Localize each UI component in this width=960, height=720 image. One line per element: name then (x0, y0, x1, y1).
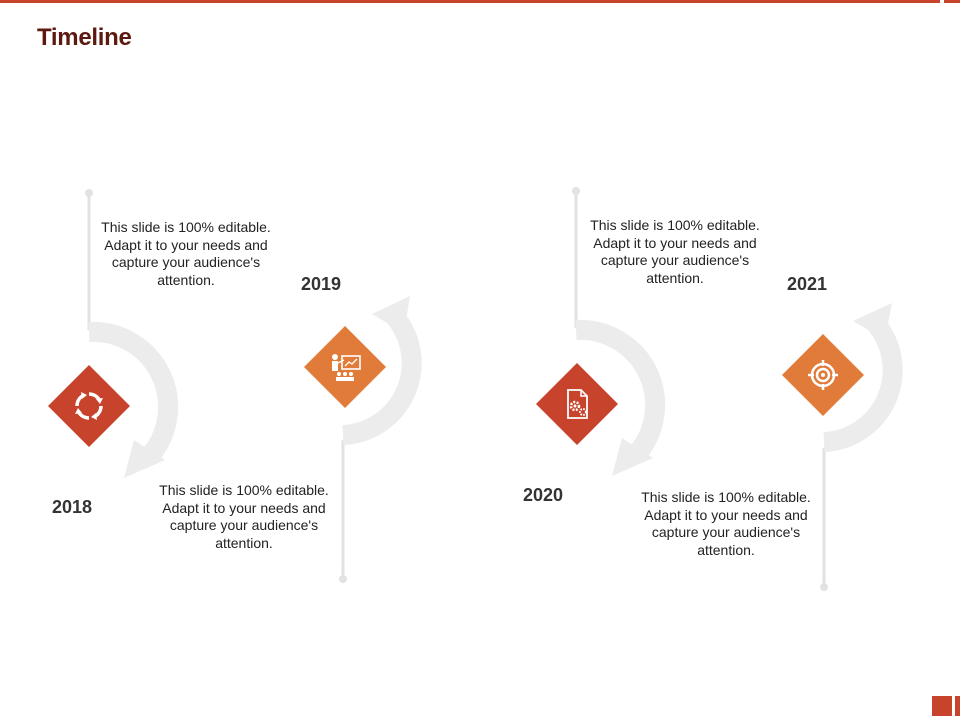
target-icon (798, 350, 848, 400)
description-2021: This slide is 100% editable. Adapt it to… (641, 489, 811, 558)
arrow-head-2020 (612, 438, 653, 476)
document-gears-icon (552, 379, 602, 429)
top-accent-bar (0, 0, 940, 3)
arrow-head-2021 (853, 303, 892, 340)
description-2018: This slide is 100% editable. Adapt it to… (101, 219, 271, 288)
description-2019: This slide is 100% editable. Adapt it to… (159, 482, 329, 551)
refresh-cycle-icon (64, 381, 114, 431)
corner-square (932, 696, 952, 716)
presentation-icon (320, 342, 370, 392)
connector-dot-2018 (85, 189, 93, 197)
connector-dot-2020 (572, 187, 580, 195)
connector-dot-2021 (820, 583, 828, 591)
arrow-head-2018 (124, 440, 165, 478)
year-label-2020: 2020 (523, 485, 564, 505)
arrow-curve-2021 (823, 317, 903, 452)
arrow-curve-2018 (88, 321, 179, 465)
description-2020: This slide is 100% editable. Adapt it to… (590, 217, 760, 286)
year-label-2021: 2021 (787, 274, 828, 294)
arrow-head-2019 (372, 296, 410, 333)
arrow-curve-2020 (575, 319, 666, 463)
year-label-2019: 2019 (301, 274, 342, 294)
year-label-2018: 2018 (52, 497, 93, 517)
connector-dot-2019 (339, 575, 347, 583)
arrow-curve-2019 (342, 310, 422, 445)
page-title: Timeline (37, 24, 132, 51)
corner-square-strip (955, 696, 960, 716)
top-accent-bar-end (944, 0, 960, 3)
